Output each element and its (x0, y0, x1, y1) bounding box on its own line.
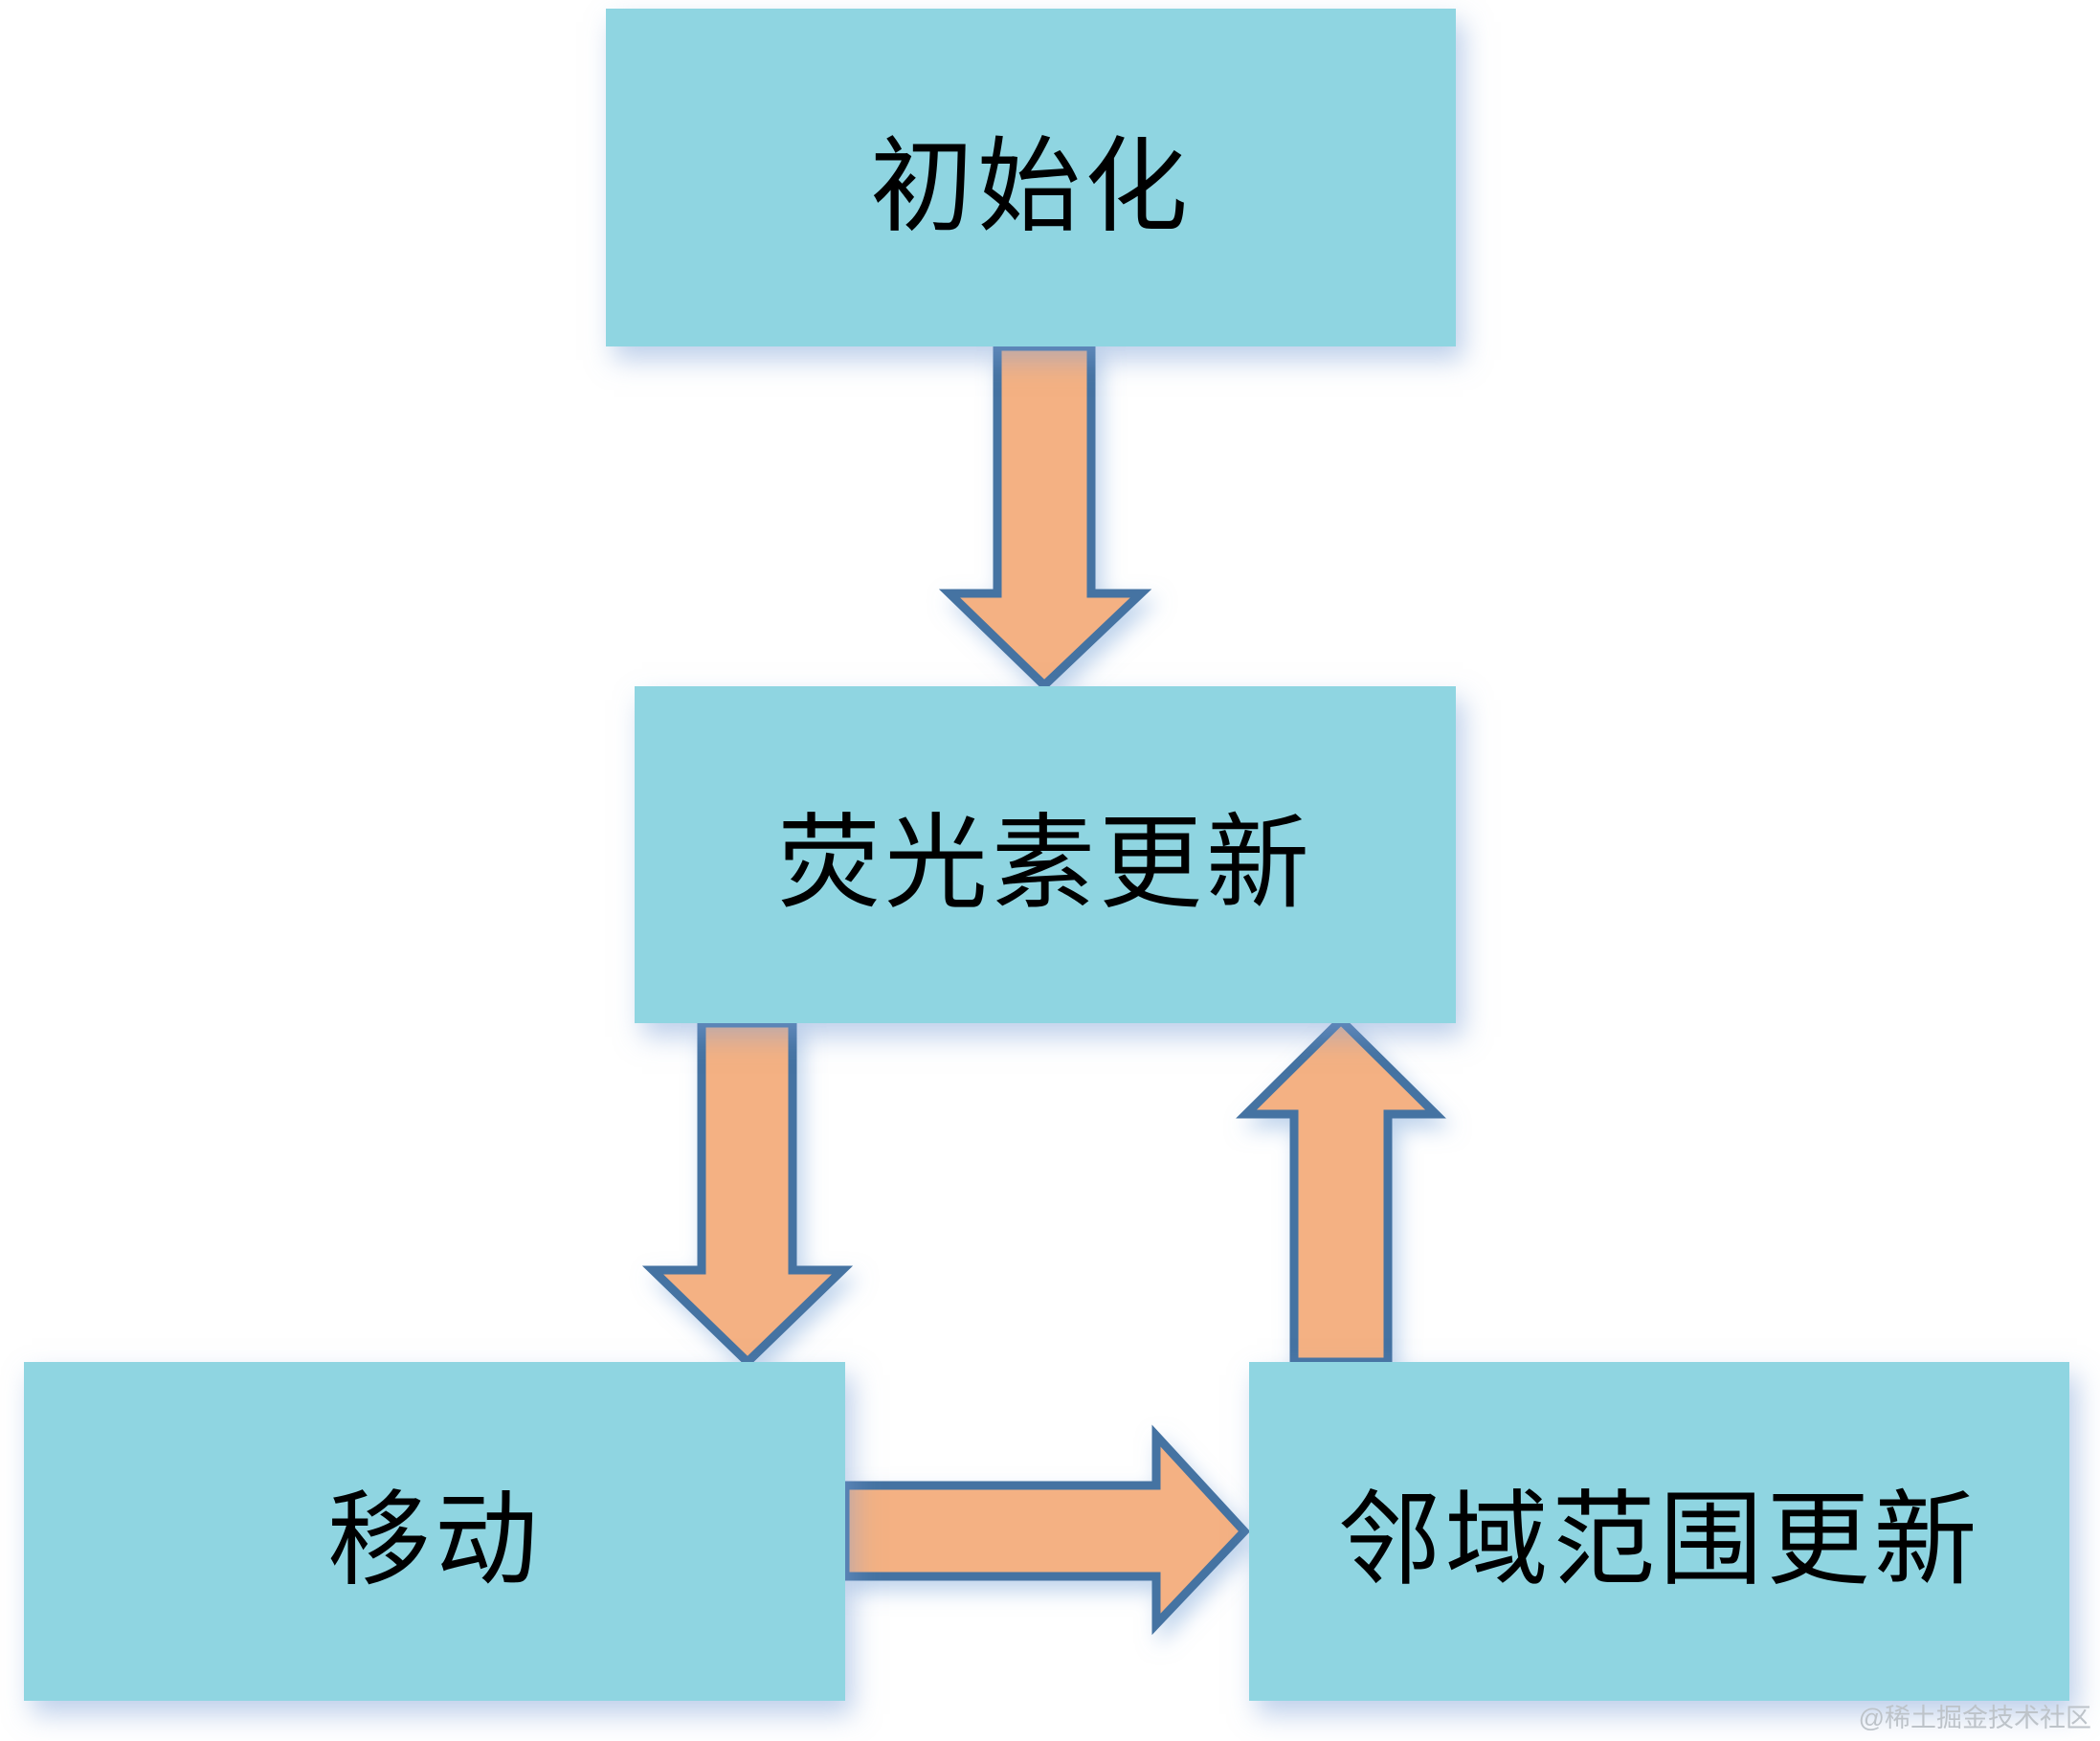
arrow-move-to-neighborhood-right-icon (840, 1424, 1251, 1636)
arrow-init-to-luciferin-down-icon (938, 342, 1152, 692)
arrow-neighborhood-to-luciferin-up-icon (1236, 1014, 1446, 1367)
node-move: 移动 (24, 1362, 845, 1701)
watermark-text: @稀土掘金技术社区 (1858, 1704, 2091, 1732)
arrow-luciferin-to-move-down-icon (641, 1018, 854, 1369)
node-neighborhood-range-update: 邻域范围更新 (1249, 1362, 2069, 1701)
node-initialization: 初始化 (606, 9, 1456, 346)
node-luciferin-update: 荧光素更新 (635, 686, 1456, 1023)
